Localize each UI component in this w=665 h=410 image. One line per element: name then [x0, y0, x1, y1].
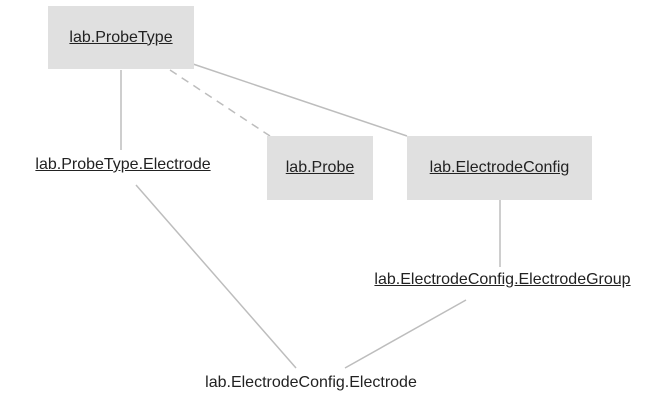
node-probe-type-label[interactable]: lab.ProbeType: [69, 28, 173, 46]
edge-probetype-to-probe: [169, 69, 271, 137]
edge-probetype-to-electrodeconfig: [192, 63, 408, 137]
node-electrode-config-group[interactable]: lab.ElectrodeConfig.ElectrodeGroup: [350, 266, 655, 294]
node-probe-type-electrode[interactable]: lab.ProbeType.Electrode: [12, 151, 234, 179]
node-electrode-config-electrode-label: lab.ElectrodeConfig.Electrode: [205, 374, 417, 391]
node-probe[interactable]: lab.Probe: [267, 136, 373, 200]
node-electrode-config[interactable]: lab.ElectrodeConfig: [407, 136, 592, 200]
node-probe-label[interactable]: lab.Probe: [285, 159, 355, 176]
node-electrode-config-electrode: lab.ElectrodeConfig.Electrode: [182, 369, 440, 397]
node-probe-type[interactable]: lab.ProbeType: [48, 6, 194, 69]
node-electrode-config-group-label[interactable]: lab.ElectrodeConfig.ElectrodeGroup: [374, 271, 631, 288]
edge-probetype-electrode-to-electrodeconfig-electrode: [135, 184, 297, 369]
node-probe-type-electrode-label[interactable]: lab.ProbeType.Electrode: [35, 156, 211, 173]
edge-electrodegroup-to-electrodeconfig-electrode: [344, 299, 467, 369]
node-electrode-config-label[interactable]: lab.ElectrodeConfig: [429, 159, 570, 176]
